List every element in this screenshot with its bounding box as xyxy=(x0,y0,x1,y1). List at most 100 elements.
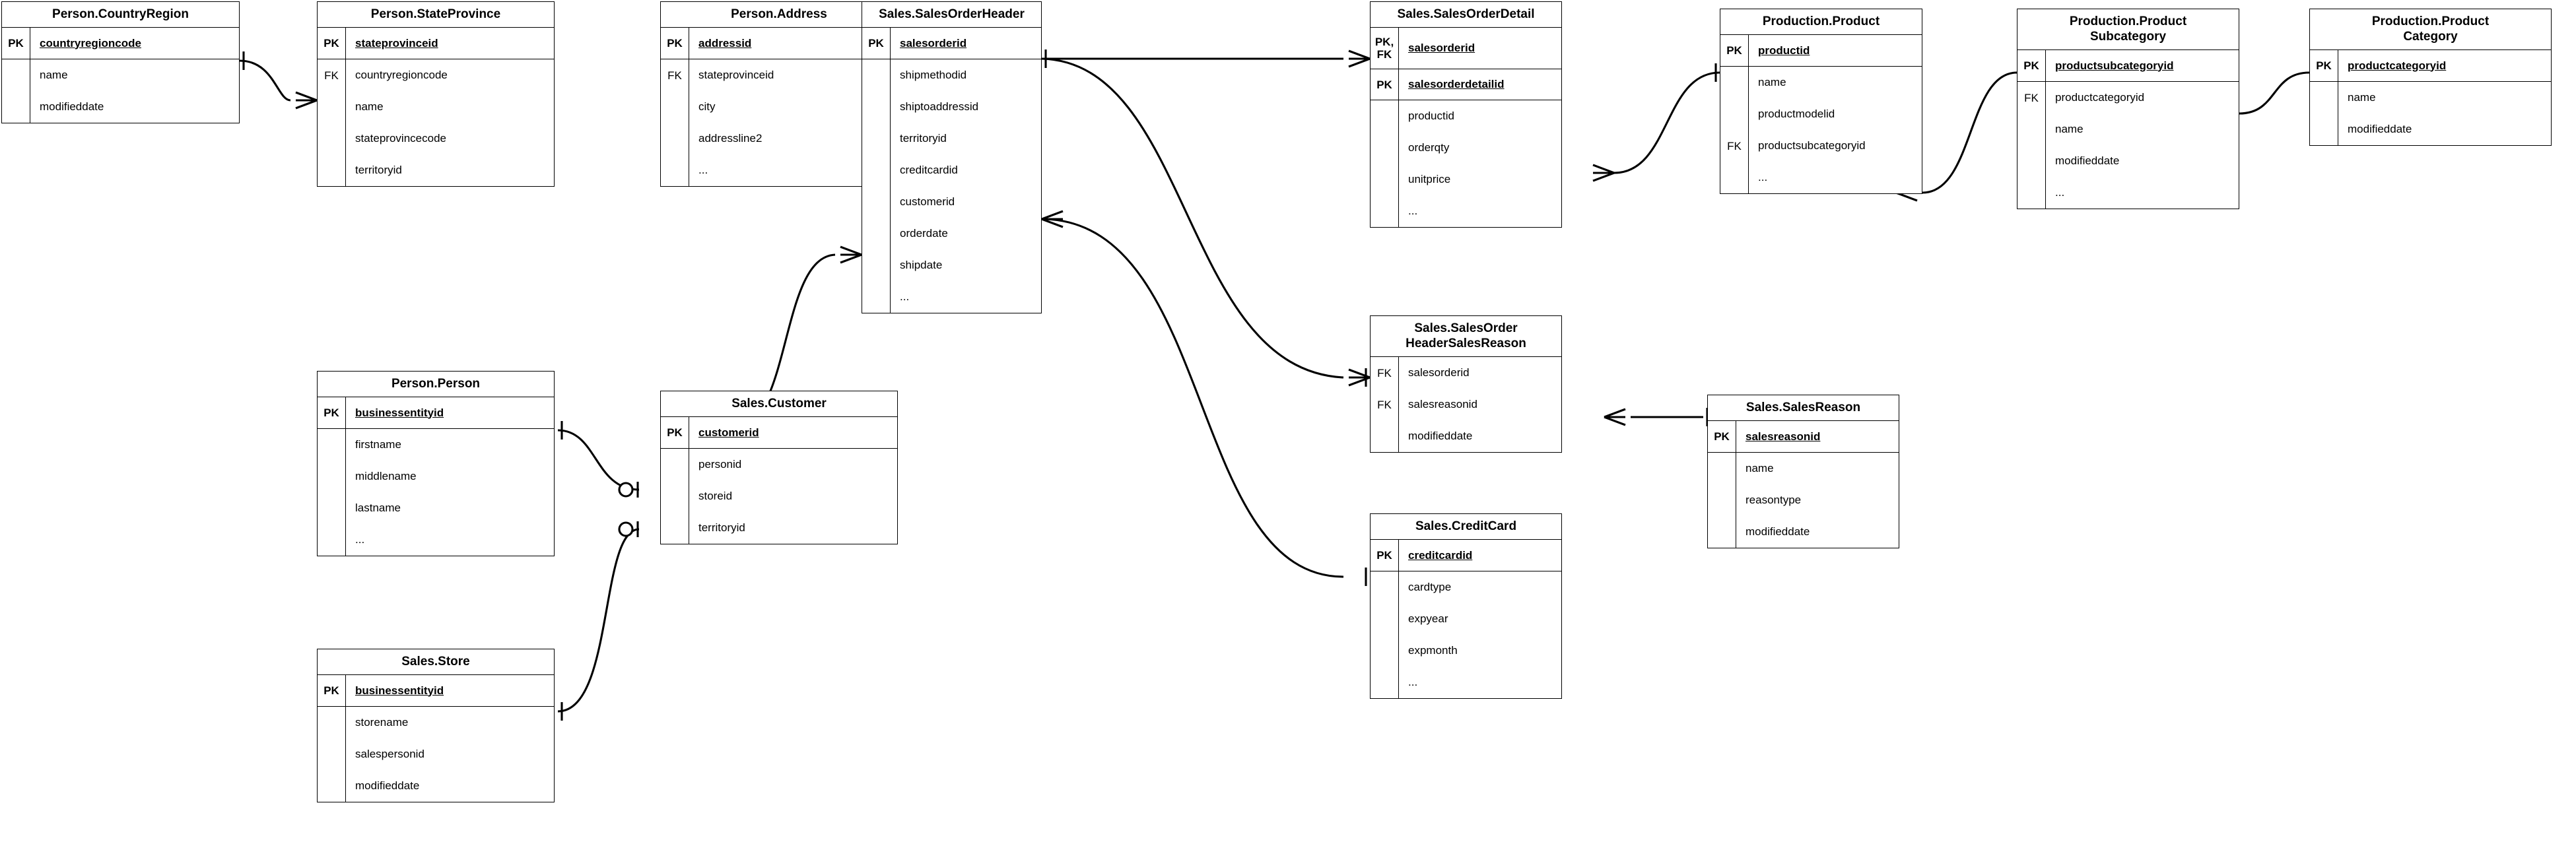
entity-pk-row[interactable]: PK businessentityid xyxy=(318,397,554,428)
entity-field-row[interactable]: orderdate xyxy=(862,218,1041,249)
entity-field-row[interactable]: FK salesorderid xyxy=(1371,357,1561,389)
entity-field-row[interactable]: modifieddate xyxy=(2017,145,2239,177)
entity-person-countryregion[interactable]: Person.CountryRegion PK countryregioncod… xyxy=(1,1,240,123)
entity-field-row[interactable]: city xyxy=(661,91,897,123)
entity-field-row[interactable]: productid xyxy=(1371,100,1561,132)
entity-field-row[interactable]: salespersonid xyxy=(318,738,554,770)
key-label xyxy=(862,91,891,123)
entity-field-row[interactable]: orderqty xyxy=(1371,132,1561,164)
field-name: orderdate xyxy=(900,227,948,240)
entity-pk-row[interactable]: PK salesorderid xyxy=(862,28,1041,59)
entity-sales-store[interactable]: Sales.Store PK businessentityid storenam… xyxy=(317,649,555,802)
key-label: PK xyxy=(1720,35,1749,66)
entity-field-row[interactable]: middlename xyxy=(318,461,554,492)
field-name: territoryid xyxy=(900,132,947,145)
entity-field-row[interactable]: ... xyxy=(862,281,1041,313)
entity-field-row[interactable]: territoryid xyxy=(862,123,1041,154)
entity-sales-creditcard[interactable]: Sales.CreditCard PK creditcardid cardtyp… xyxy=(1370,513,1562,699)
entity-person-person[interactable]: Person.Person PK businessentityid firstn… xyxy=(317,371,555,556)
entity-field-row[interactable]: modifieddate xyxy=(318,770,554,802)
entity-pk-row[interactable]: PK customerid xyxy=(661,417,897,448)
entity-field-row[interactable]: modifieddate xyxy=(1371,420,1561,452)
entity-field-row[interactable]: stateprovincecode xyxy=(318,123,554,154)
entity-field-row[interactable]: storeid xyxy=(661,480,897,512)
entity-field-row[interactable]: shiptoaddressid xyxy=(862,91,1041,123)
entity-field-row[interactable]: creditcardid xyxy=(862,154,1041,186)
entity-field-row[interactable]: name xyxy=(2017,114,2239,145)
entity-pk-row[interactable]: PK salesorderdetailid xyxy=(1371,69,1561,100)
entity-field-row[interactable]: FK countryregioncode xyxy=(318,59,554,91)
entity-field-row[interactable]: name xyxy=(1708,453,1899,484)
entity-field-row[interactable]: territoryid xyxy=(318,154,554,186)
entity-pk-row[interactable]: PK creditcardid xyxy=(1371,540,1561,571)
entity-pk-row[interactable]: PK productid xyxy=(1720,35,1922,66)
entity-pk-row[interactable]: PK businessentityid xyxy=(318,675,554,706)
entity-field-row[interactable]: ... xyxy=(661,154,897,186)
entity-field-row[interactable]: firstname xyxy=(318,429,554,461)
field-name: modifieddate xyxy=(1408,430,1473,442)
field-name: firstname xyxy=(355,438,401,451)
entity-field-row[interactable]: addressline2 xyxy=(661,123,897,154)
key-label xyxy=(2017,114,2046,145)
key-label: PK xyxy=(2017,50,2046,81)
entity-pk-section: PK creditcardid xyxy=(1371,540,1561,571)
entity-field-row[interactable]: ... xyxy=(318,524,554,556)
entity-pk-row[interactable]: PK addressid xyxy=(661,28,897,59)
field-name: ... xyxy=(2055,186,2065,199)
entity-pk-row[interactable]: PK productsubcategoryid xyxy=(2017,50,2239,81)
entity-production-productsubcategory[interactable]: Production.Product Subcategory PK produc… xyxy=(2017,9,2239,209)
entity-production-product[interactable]: Production.Product PK productid name pro… xyxy=(1720,9,1922,194)
key-label: FK xyxy=(1371,357,1399,389)
entity-sales-salesorderheader[interactable]: Sales.SalesOrderHeader PK salesorderid s… xyxy=(862,1,1042,313)
entity-pk-section: PK countryregioncode xyxy=(2,28,239,59)
entity-pk-row[interactable]: PK stateprovinceid xyxy=(318,28,554,59)
entity-sales-customer[interactable]: Sales.Customer PK customerid personid st… xyxy=(660,391,898,544)
entity-pk-row[interactable]: PK productcategoryid xyxy=(2310,50,2551,81)
entity-field-row[interactable]: storename xyxy=(318,707,554,738)
entity-field-row[interactable]: lastname xyxy=(318,492,554,524)
entity-field-row[interactable]: name xyxy=(318,91,554,123)
card-many-crowsfoot xyxy=(1604,408,1626,426)
entity-field-row[interactable]: customerid xyxy=(862,186,1041,218)
entity-field-row[interactable]: personid xyxy=(661,449,897,480)
entity-pk-row[interactable]: PK countryregioncode xyxy=(2,28,239,59)
key-label xyxy=(318,461,346,492)
entity-sales-salesreason[interactable]: Sales.SalesReason PK salesreasonid name … xyxy=(1707,395,1899,548)
entity-field-row[interactable]: ... xyxy=(1720,162,1922,193)
entity-field-row[interactable]: FK salesreasonid xyxy=(1371,389,1561,420)
entity-field-row[interactable]: ... xyxy=(1371,667,1561,698)
entity-field-row[interactable]: modifieddate xyxy=(2310,114,2551,145)
entity-title: Production.Product Subcategory xyxy=(2017,9,2239,50)
entity-field-row[interactable]: territoryid xyxy=(661,512,897,544)
entity-field-row[interactable]: shipmethodid xyxy=(862,59,1041,91)
entity-field-row[interactable]: modifieddate xyxy=(2,91,239,123)
entity-field-row[interactable]: reasontype xyxy=(1708,484,1899,516)
entity-field-row[interactable]: shipdate xyxy=(862,249,1041,281)
entity-field-row[interactable]: expyear xyxy=(1371,603,1561,635)
entity-field-row[interactable]: ... xyxy=(2017,177,2239,209)
entity-person-stateprovince[interactable]: Person.StateProvince PK stateprovinceid … xyxy=(317,1,555,187)
rel-person-customer xyxy=(557,429,640,491)
entity-field-row[interactable]: unitprice xyxy=(1371,164,1561,195)
entity-field-row[interactable]: name xyxy=(1720,67,1922,98)
entity-field-row[interactable]: ... xyxy=(1371,195,1561,227)
field-name: ... xyxy=(1758,171,1768,183)
entity-sales-salesorderdetail[interactable]: Sales.SalesOrderDetail PK, FK salesorder… xyxy=(1370,1,1562,228)
field-name: name xyxy=(355,100,384,113)
entity-field-row[interactable]: name xyxy=(2310,82,2551,114)
entity-field-row[interactable]: FK productcategoryid xyxy=(2017,82,2239,114)
entity-field-row[interactable]: FK productsubcategoryid xyxy=(1720,130,1922,162)
entity-field-row[interactable]: cardtype xyxy=(1371,571,1561,603)
field-name: ... xyxy=(698,164,708,176)
entity-production-productcategory[interactable]: Production.Product Category PK productca… xyxy=(2309,9,2552,146)
entity-field-row[interactable]: name xyxy=(2,59,239,91)
entity-pk-row[interactable]: PK, FK salesorderid xyxy=(1371,28,1561,69)
entity-field-row[interactable]: productmodelid xyxy=(1720,98,1922,130)
entity-sales-salesorderheadersalesreason[interactable]: Sales.SalesOrder HeaderSalesReason FK sa… xyxy=(1370,315,1562,453)
entity-field-row[interactable]: expmonth xyxy=(1371,635,1561,667)
key-label xyxy=(1371,100,1399,132)
entity-pk-row[interactable]: PK salesreasonid xyxy=(1708,421,1899,452)
key-label: FK xyxy=(2017,82,2046,114)
field-name: modifieddate xyxy=(355,779,420,792)
entity-field-row[interactable]: modifieddate xyxy=(1708,516,1899,548)
